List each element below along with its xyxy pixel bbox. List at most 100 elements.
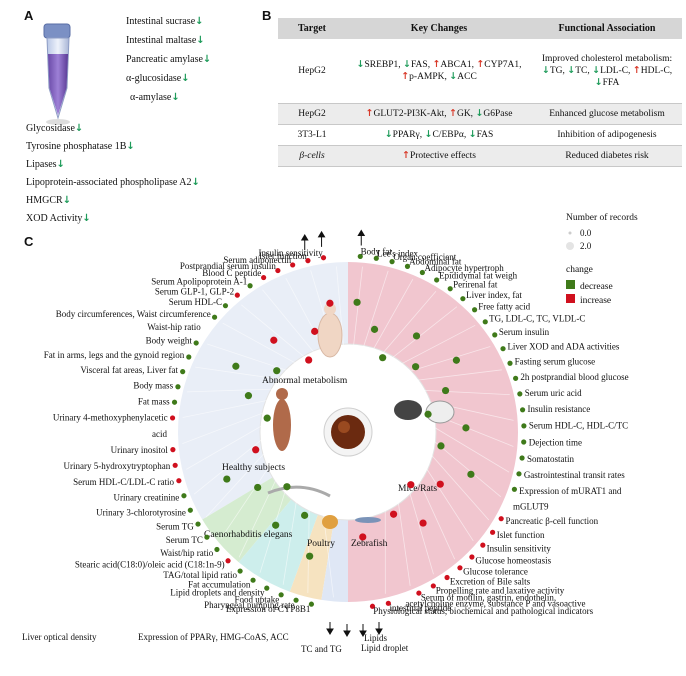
indicator-label: Excretion of Bile salts (450, 577, 531, 587)
indicator-label: Free fatty acid (478, 301, 530, 311)
record-bubble (326, 299, 334, 307)
ring-dot (457, 565, 463, 571)
indicator-label: Glucose tolerance (463, 567, 528, 577)
down-arrow-icon: ↓ (126, 141, 135, 152)
header-functional-association: Functional Association (532, 18, 682, 39)
indicator-label: Liver index, fat (466, 290, 522, 300)
record-bubble (436, 480, 444, 488)
indicator-label: Insulin sensitivity (259, 248, 324, 258)
ring-dot (264, 585, 270, 591)
down-arrow-icon: ↓ (468, 129, 477, 140)
test-tube-illustration (43, 23, 71, 125)
enzyme-label: Pancreatic amylase (126, 54, 203, 65)
enzyme-label: XOD Activity (26, 213, 83, 224)
up-arrow-icon: ↑ (448, 108, 457, 119)
ring-dot (416, 590, 422, 596)
legend-swatch-decrease (566, 280, 575, 289)
enzyme-label: Intestinal maltase (126, 35, 197, 46)
record-bubble (263, 414, 271, 422)
down-arrow-icon: ↓ (171, 92, 180, 103)
connection-line (366, 387, 510, 396)
enzyme-label: Lipases (26, 159, 57, 170)
indicator-label: Pancreatic β-cell function (506, 516, 599, 526)
indicator-label: acid (152, 429, 167, 439)
indicator-label: Abdominal fat (409, 257, 462, 267)
ring-dot (237, 568, 243, 574)
up-arrow-icon (317, 230, 326, 247)
connection-line (353, 278, 414, 385)
indicator-label: TG, LDL-C, TC, VLDL-C (489, 314, 585, 324)
record-bubble (389, 510, 398, 518)
enzyme-label: α-amylase (130, 92, 172, 103)
down-arrow-icon: ↓ (356, 59, 365, 70)
connection-line (262, 289, 341, 385)
ring-dot (460, 296, 466, 302)
up-arrow-icon: ↑ (632, 64, 641, 76)
function-cell: Inhibition of adipogenesis (532, 124, 682, 146)
down-arrow-icon (375, 622, 383, 635)
cell-text: FAS (476, 130, 494, 140)
up-arrow-icon: ↑ (476, 59, 485, 70)
cell-text: TC, (575, 65, 593, 76)
indicator-label: Body circumferences, Waist circumference (56, 309, 211, 319)
record-bubble (452, 356, 461, 364)
record-bubble (270, 336, 278, 344)
ring-dot (430, 583, 436, 589)
indicator-label: Expression of mURAT1 and (519, 486, 622, 496)
ring-dot (320, 255, 327, 261)
record-bubble (244, 392, 253, 400)
ring-dot (195, 521, 201, 527)
ring-dot (275, 267, 281, 274)
ring-dot (513, 375, 519, 381)
ring-dot (500, 346, 506, 352)
panel-c-letter: C (24, 234, 34, 249)
legend-size-value-1: 2.0 (580, 241, 592, 251)
record-bubble (379, 354, 387, 362)
ring-dot (369, 603, 376, 609)
zebrafish-icon (355, 517, 381, 523)
down-arrow-icon (326, 622, 334, 635)
cell-text: PPARγ, (392, 130, 425, 140)
enzyme-item: Intestinal maltase↓ (126, 31, 211, 50)
legend-size-large (566, 242, 574, 250)
sector-label-zebrafish: Zebrafish (351, 538, 388, 549)
connection-line (372, 390, 510, 473)
sector-healthy-subjects (202, 477, 292, 563)
cell-text: Reduced diabetes risk (565, 150, 649, 161)
ring-dot (419, 269, 425, 276)
down-arrow-icon: ↓ (191, 177, 200, 188)
up-arrow-icon (357, 229, 366, 246)
record-bubble (301, 511, 309, 519)
down-arrow-icon (343, 624, 351, 637)
connection-line (378, 394, 474, 542)
connection-line (182, 387, 328, 418)
record-bubble (283, 483, 291, 491)
indicator-label: Liver XOD and ADA activities (507, 341, 619, 351)
enzyme-item: α-amylase↓ (130, 88, 211, 107)
person-head-icon (324, 303, 336, 315)
indicator-label: Serum HDL-C (169, 297, 222, 307)
indicator-label: Waist-hip ratio (147, 322, 201, 332)
indicator-label: Pharyngeal pumping rate (204, 600, 294, 610)
down-arrow-icon: ↓ (403, 59, 411, 70)
indicator-label: Serum adiponectin (223, 255, 291, 265)
up-arrow-icon: ↑ (365, 108, 374, 119)
up-arrow-icon (300, 234, 309, 250)
connection-line (336, 266, 348, 384)
indicator-label: Adipocyte hypertroph (424, 263, 504, 273)
legend-size-small (568, 231, 572, 235)
cell-text: p-AMPK, (409, 72, 450, 82)
record-bubble (407, 481, 415, 489)
cell-text: Protective effects (409, 151, 476, 161)
ring-dot (490, 529, 496, 535)
up-arrow-icon: ↑ (432, 59, 441, 70)
connection-line (195, 366, 332, 387)
down-arrow-icon: ↓ (62, 195, 72, 206)
sector-label-healthy-subjects: Healthy subjects (222, 463, 285, 473)
up-arrow-icon: ↑ (401, 71, 410, 82)
indicator-label: Fasting serum glucose (515, 356, 596, 366)
indicator-label: Serum uric acid (525, 388, 582, 398)
bottom-indicator-label: TC and TG (301, 644, 342, 654)
